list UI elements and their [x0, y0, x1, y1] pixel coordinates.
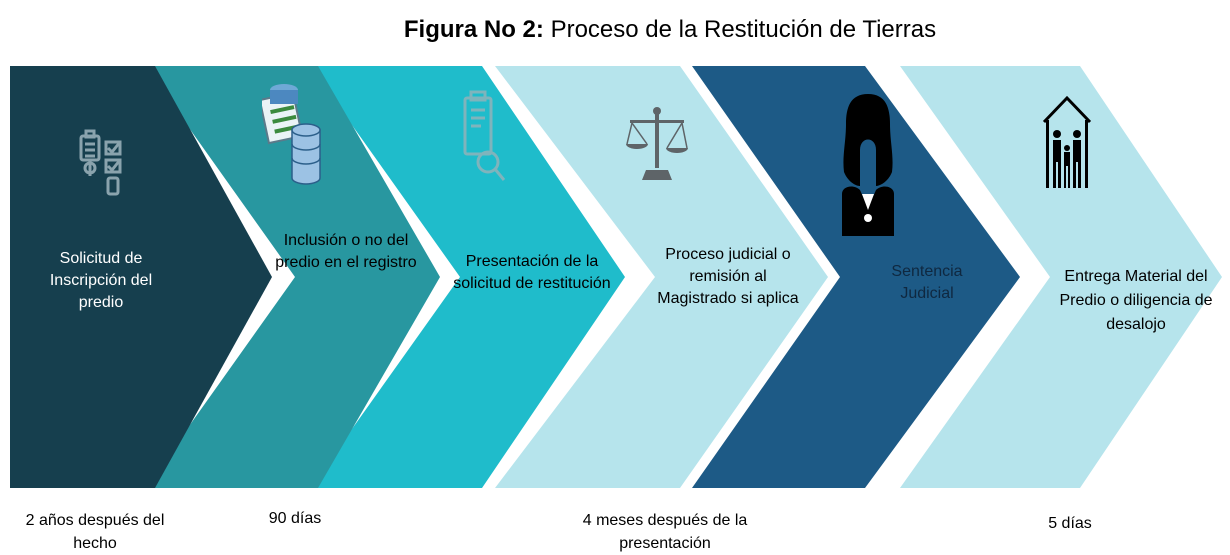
timeline-label-1: 2 años después del hecho [25, 512, 165, 552]
step-6-label: Entrega Material del Predio o diligencia… [1059, 268, 1213, 333]
step-4-label: Proceso judicial o remisión al Magistrad… [657, 246, 799, 307]
figure-title-number: Figura No 2: [403, 16, 544, 43]
timeline-label-3: 4 meses después de la presentación [582, 512, 748, 552]
step-3-chevron [310, 66, 625, 488]
judge-icon [842, 94, 894, 236]
step-1-chevron [10, 66, 272, 488]
step-2-chevron [145, 66, 440, 488]
clipboard-search-icon [463, 90, 506, 181]
step-2-label: Inclusión o no del predio en el registro [275, 232, 417, 271]
step-1-label: Solicitud de Inscripción del predio [49, 250, 153, 311]
figure-title: Figura No 2: Proceso de la Restitución d… [340, 16, 1000, 44]
figure-title-text: Proceso de la Restitución de Tierras [550, 16, 937, 43]
step-5-chevron [692, 66, 1020, 488]
timeline-label-2: 90 días [268, 510, 322, 527]
timeline-label-4: 5 días [1048, 515, 1092, 532]
scales-of-justice-icon [626, 107, 688, 180]
step-6-chevron [900, 66, 1222, 488]
family-house-icon [1042, 95, 1092, 188]
checklist-icon [79, 129, 122, 196]
step-3-label: Presentación de la solicitud de restituc… [453, 253, 611, 292]
database-documents-icon [262, 84, 321, 185]
step-5-label: Sentencia Judicial [891, 263, 963, 302]
step-4-chevron [495, 66, 828, 488]
